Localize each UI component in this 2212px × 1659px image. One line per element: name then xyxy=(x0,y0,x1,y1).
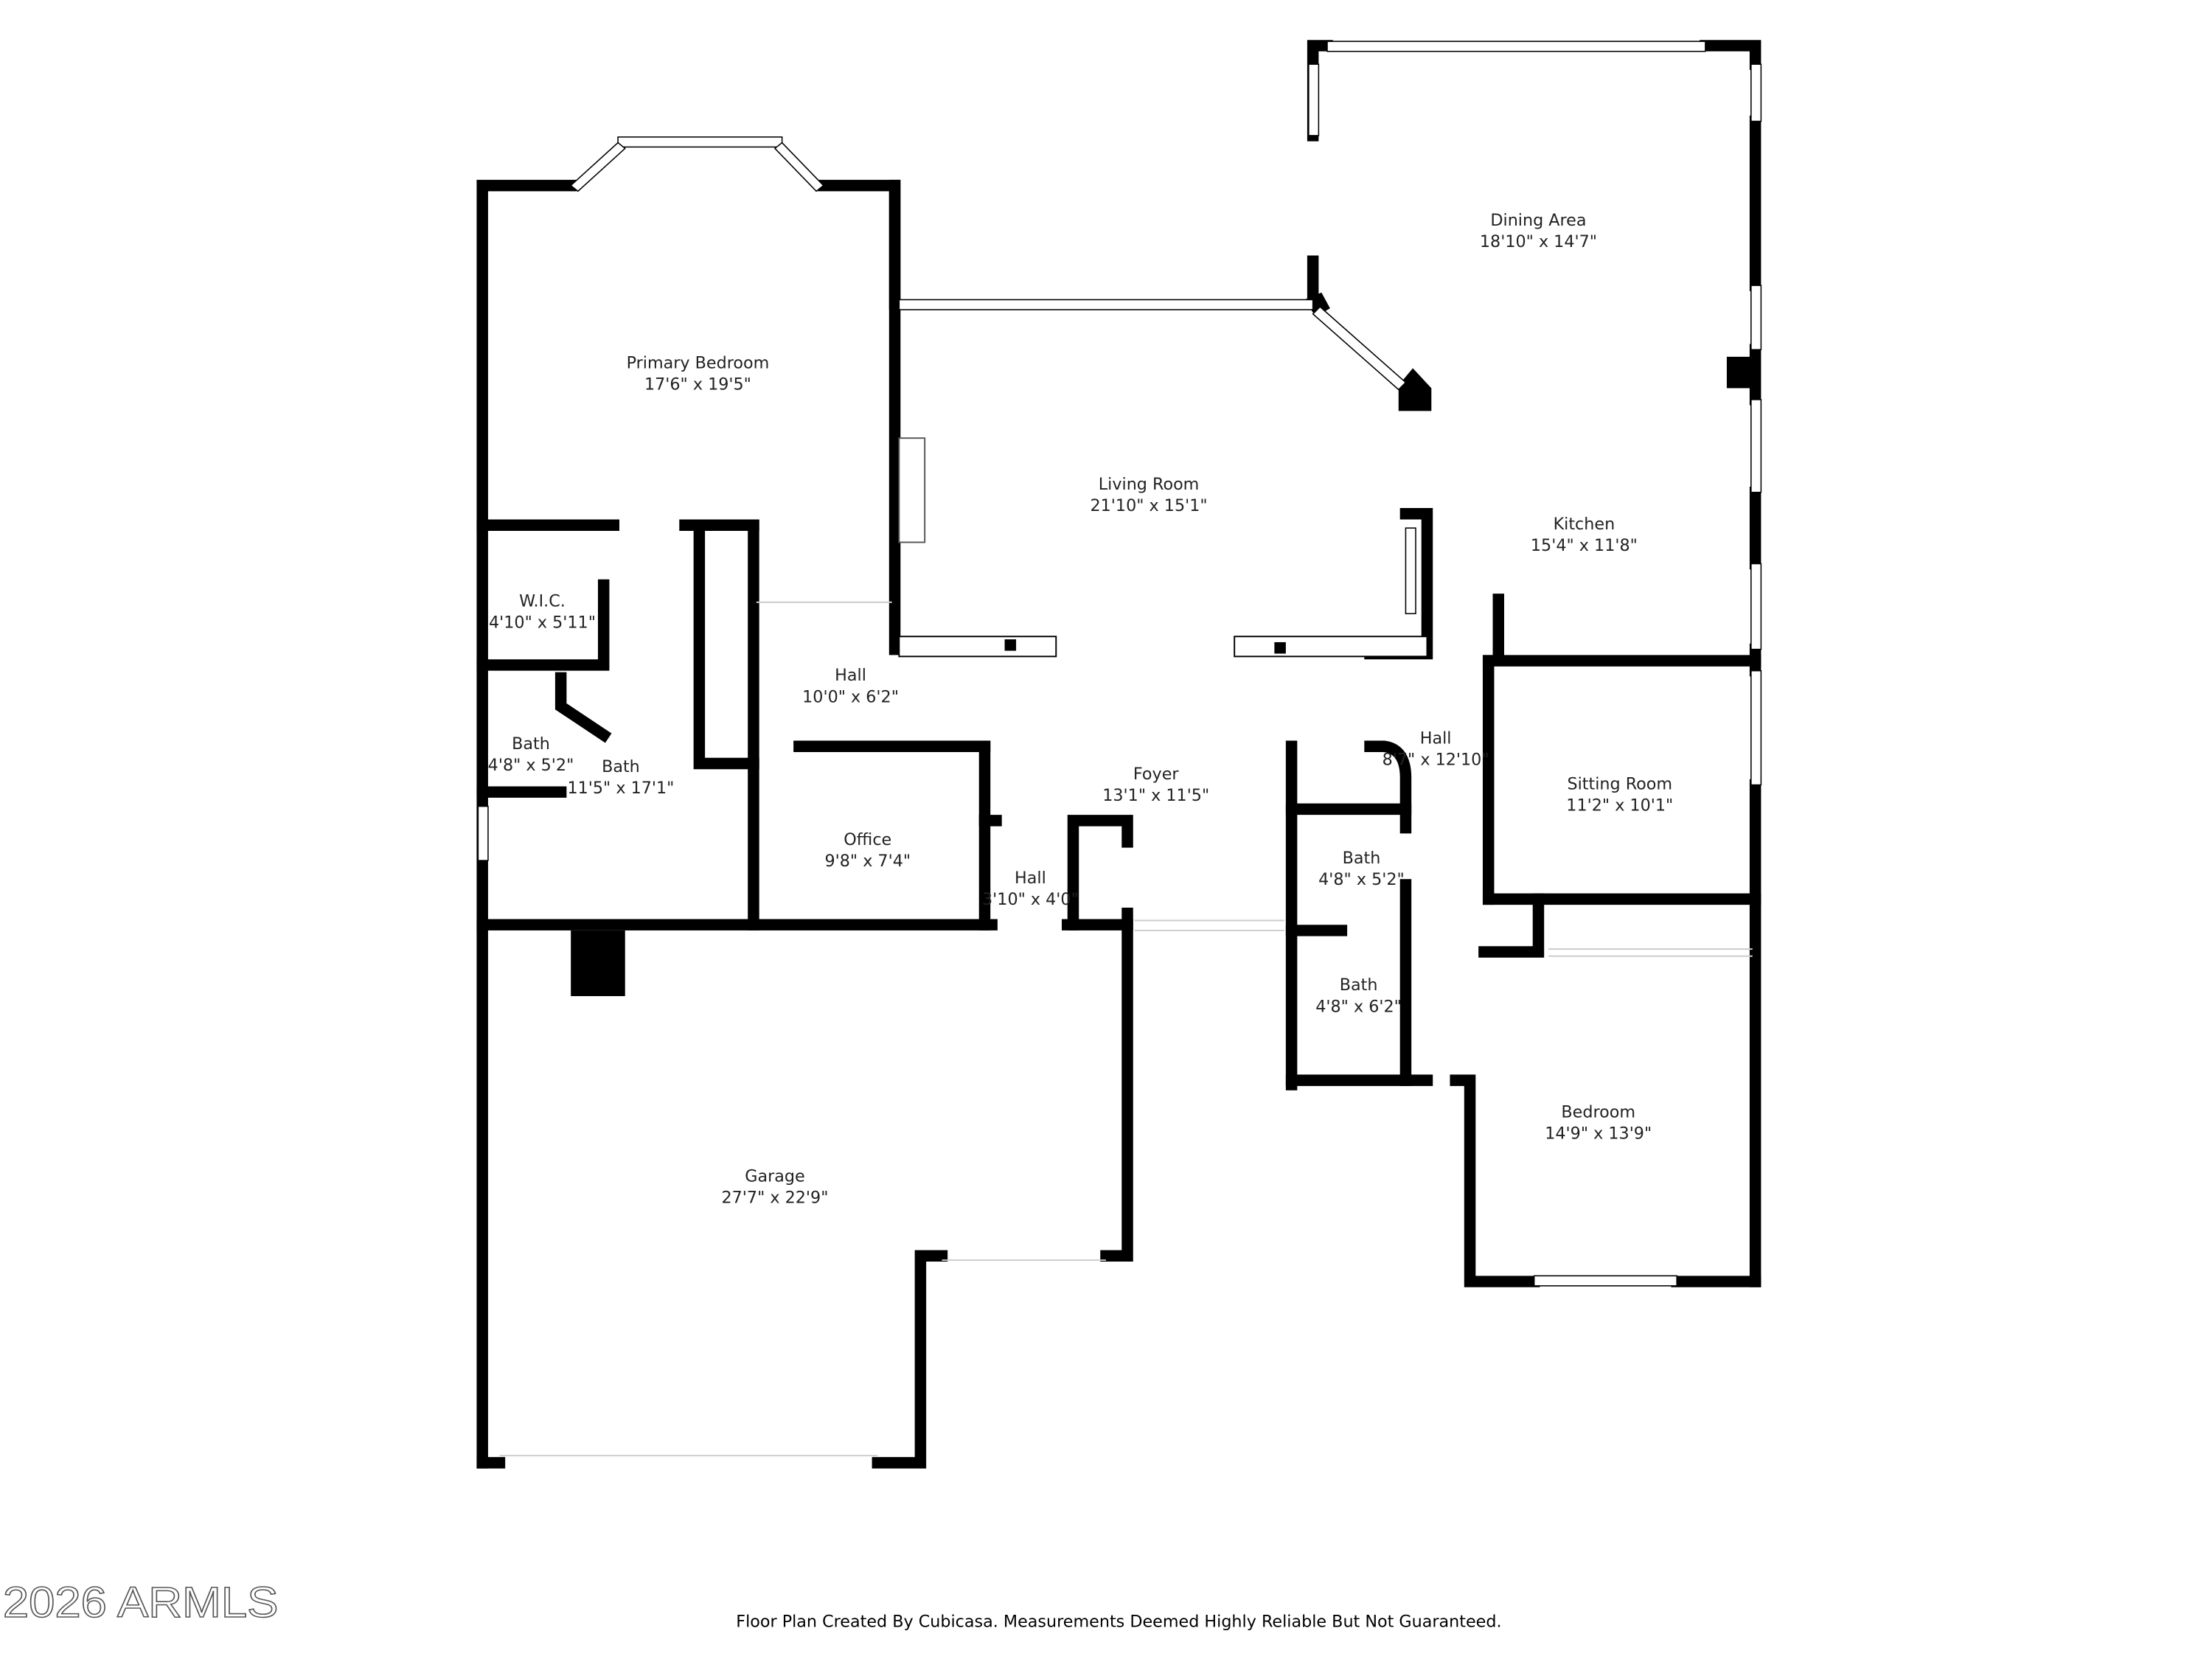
room-labels: Primary Bedroom 17'6" x 19'5" Living Room… xyxy=(488,211,1674,1208)
room-hall-3: Hall 8'7" x 12'10" xyxy=(1382,728,1489,769)
room-size: 14'9" x 13'9" xyxy=(1545,1124,1652,1144)
room-name: Office xyxy=(844,830,891,849)
room-name: Bath xyxy=(602,757,640,776)
watermark: 2026 ARMLS xyxy=(3,1579,279,1627)
room-name: Living Room xyxy=(1099,475,1200,494)
room-name: W.I.C. xyxy=(519,592,566,611)
room-name: Bath xyxy=(1340,975,1378,995)
room-name: Garage xyxy=(745,1167,804,1186)
footer-disclaimer: Floor Plan Created By Cubicasa. Measurem… xyxy=(736,1612,1501,1631)
room-size: 27'7" x 22'9" xyxy=(721,1189,828,1208)
room-size: 13'1" x 11'5" xyxy=(1102,786,1209,805)
room-size: 4'8" x 6'2" xyxy=(1315,997,1402,1016)
room-size: 17'6" x 19'5" xyxy=(644,375,751,394)
room-size: 9'8" x 7'4" xyxy=(824,852,911,871)
room-size: 4'8" x 5'2" xyxy=(1318,870,1405,889)
openings xyxy=(499,601,1753,1457)
room-size: 21'10" x 15'1" xyxy=(1091,496,1208,515)
walls xyxy=(476,40,1761,1469)
room-size: 4'10" x 5'11" xyxy=(489,613,596,633)
room-size: 18'10" x 14'7" xyxy=(1480,232,1597,251)
room-bath-3: Bath 4'8" x 5'2" xyxy=(1318,849,1405,889)
room-bedroom: Bedroom 14'9" x 13'9" xyxy=(1545,1102,1652,1143)
room-name: Hall xyxy=(835,666,866,685)
room-sitting-room: Sitting Room 11'2" x 10'1" xyxy=(1566,774,1673,815)
room-size: 10'0" x 6'2" xyxy=(802,687,899,706)
room-name: Kitchen xyxy=(1554,515,1615,534)
room-primary-bedroom: Primary Bedroom 17'6" x 19'5" xyxy=(627,353,770,394)
room-kitchen: Kitchen 15'4" x 11'8" xyxy=(1531,515,1638,555)
room-foyer: Foyer 13'1" x 11'5" xyxy=(1102,765,1209,805)
room-wic: W.I.C. 4'10" x 5'11" xyxy=(489,592,596,633)
room-size: 8'7" x 12'10" xyxy=(1382,750,1489,769)
room-name: Bedroom xyxy=(1561,1102,1635,1121)
room-size: 4'8" x 5'2" xyxy=(488,756,574,775)
room-name: Foyer xyxy=(1133,765,1179,784)
room-bath-4: Bath 4'8" x 6'2" xyxy=(1315,975,1402,1016)
room-size: 15'4" x 11'8" xyxy=(1531,536,1638,555)
room-office: Office 9'8" x 7'4" xyxy=(824,830,911,871)
room-hall-2: Hall 3'10" x 4'0" xyxy=(982,869,1079,909)
room-name: Bath xyxy=(1343,849,1381,868)
windows xyxy=(477,41,1762,1287)
room-size: 11'5" x 17'1" xyxy=(567,779,674,798)
room-name: Bath xyxy=(512,734,550,754)
room-size: 11'2" x 10'1" xyxy=(1566,796,1673,815)
room-name: Dining Area xyxy=(1490,211,1586,230)
room-size: 3'10" x 4'0" xyxy=(982,890,1079,909)
room-hall-1: Hall 10'0" x 6'2" xyxy=(802,666,899,706)
room-name: Primary Bedroom xyxy=(627,353,770,372)
room-living-room: Living Room 21'10" x 15'1" xyxy=(1091,475,1208,515)
room-name: Hall xyxy=(1015,869,1046,888)
room-name: Sitting Room xyxy=(1567,774,1672,793)
room-garage: Garage 27'7" x 22'9" xyxy=(721,1167,828,1208)
room-bath-2: Bath 11'5" x 17'1" xyxy=(567,757,674,798)
room-bath-1: Bath 4'8" x 5'2" xyxy=(488,734,574,775)
room-name: Hall xyxy=(1420,728,1452,748)
room-dining-area: Dining Area 18'10" x 14'7" xyxy=(1480,211,1597,251)
